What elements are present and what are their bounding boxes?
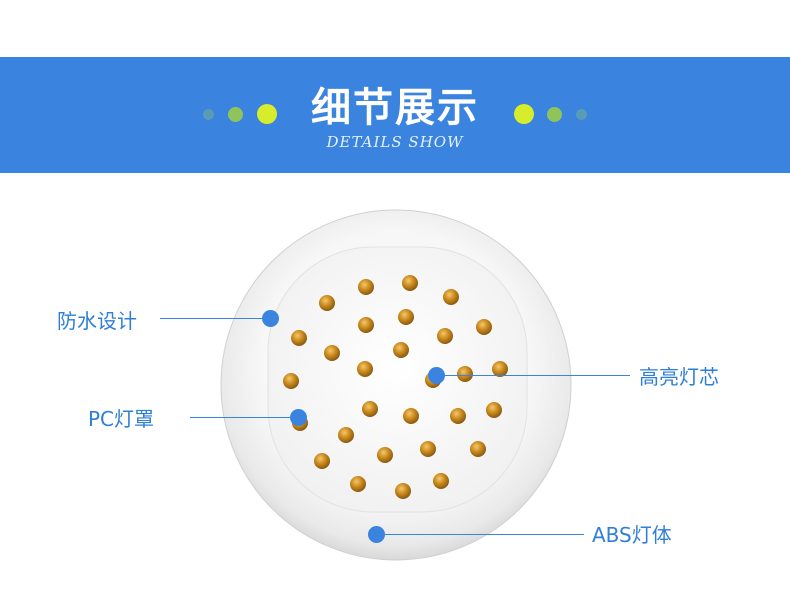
led-bead [492,361,508,377]
callout-pc-cover-line [190,417,292,418]
led-bead [350,476,366,492]
callout-pc-cover-marker [290,409,307,426]
led-array [283,275,508,499]
decor-dot-right-3 [576,109,587,120]
header-banner: 细节展示 DETAILS SHOW [0,57,790,173]
led-bead [395,483,411,499]
led-bead [402,275,418,291]
led-bead [420,441,436,457]
callout-led-core-marker [428,367,445,384]
led-bead [358,279,374,295]
callout-led-core-label: 高亮灯芯 [639,365,719,389]
led-bead [443,289,459,305]
led-bead [476,319,492,335]
led-bead [486,402,502,418]
callout-led-core-line [444,375,630,376]
led-bead [319,295,335,311]
section-title: 细节展示 [311,85,479,131]
led-bead [324,345,340,361]
callout-abs-body-label: ABS灯体 [592,523,672,547]
led-bead [377,447,393,463]
led-bead [283,373,299,389]
callout-pc-cover-label: PC灯罩 [88,407,155,431]
callout-waterproof-label: 防水设计 [57,309,137,333]
callout-abs-body-line [384,534,584,535]
led-bead [338,427,354,443]
callout-waterproof-marker [262,310,279,327]
decor-dot-left-3 [257,104,277,124]
led-bead [393,342,409,358]
led-bead [357,361,373,377]
led-bead [433,473,449,489]
led-bead [450,408,466,424]
decor-dot-left-1 [203,109,214,120]
decor-dot-right-2 [547,107,562,122]
callout-abs-body-marker [368,526,385,543]
led-bead [314,453,330,469]
led-bead [291,330,307,346]
led-bead [398,309,414,325]
led-bead [362,401,378,417]
led-bead [470,441,486,457]
led-bead [437,328,453,344]
led-bead [457,366,473,382]
callout-waterproof-line [160,318,264,319]
pc-cover [267,246,528,513]
section-subtitle: DETAILS SHOW [326,133,464,151]
led-bead [403,408,419,424]
decor-dot-left-2 [228,107,243,122]
led-bead [358,317,374,333]
decor-dot-right-1 [514,104,534,124]
